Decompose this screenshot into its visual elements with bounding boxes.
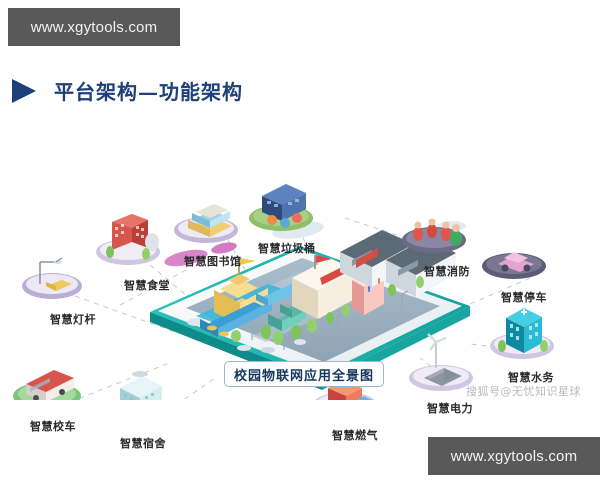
node-icon-smart-firefighting (402, 218, 466, 253)
diagram-caption-text: 校园物联网应用全景图 (233, 368, 374, 384)
iot-panorama-illustration: 智慧灯杆 智慧食堂 智慧图书馆 智慧垃圾桶 智慧消防 智慧停车 智慧水务 智慧电… (0, 100, 600, 450)
watermark-bar-bottom: www.xgytools.com (428, 437, 600, 475)
node-label-smart-light-pole: 智慧灯杆 (50, 313, 96, 326)
title-arrow-icon (12, 78, 36, 103)
node-label-smart-water: 智慧水务 (508, 371, 554, 384)
sohu-watermark: 搜狐号@无忧知识星球 (466, 385, 581, 398)
panorama-svg (13, 184, 554, 400)
pedestrians (368, 278, 380, 292)
node-icon-smart-library (174, 204, 238, 243)
node-label-smart-canteen: 智慧食堂 (124, 279, 170, 292)
trees (231, 276, 424, 345)
node-label-smart-trash-bin: 智慧垃圾桶 (258, 242, 316, 255)
diagram-caption: 校园物联网应用全景图 (224, 361, 384, 387)
watermark-url-top: www.xgytools.com (30, 18, 158, 36)
cloud-pink-left (164, 249, 208, 267)
node-icon-smart-dormitory (120, 371, 162, 400)
watermark-url-bottom: www.xgytools.com (450, 447, 578, 465)
node-icon-smart-light-pole (22, 257, 82, 299)
node-icon-smart-canteen (96, 214, 160, 265)
page-title: 平台架构—功能架构 (10, 76, 243, 105)
node-label-smart-gas: 智慧燃气 (332, 429, 378, 442)
node-label-smart-parking: 智慧停车 (501, 291, 547, 304)
node-label-smart-school-bus: 智慧校车 (30, 420, 76, 433)
page-title-text: 平台架构—功能架构 (54, 80, 243, 104)
small-vehicles (207, 325, 306, 353)
isometric-city (164, 221, 466, 353)
node-icon-smart-power (409, 333, 473, 391)
node-label-smart-firefighting: 智慧消防 (424, 265, 470, 278)
watermark-bar-top: www.xgytools.com (8, 8, 180, 46)
node-label-smart-library: 智慧图书馆 (184, 255, 242, 268)
node-label-smart-dormitory: 智慧宿舍 (120, 437, 166, 450)
node-icon-smart-trash-bin (249, 184, 313, 231)
node-icon-smart-parking (482, 252, 546, 279)
node-label-smart-power: 智慧电力 (427, 402, 473, 415)
node-icon-smart-school-bus (13, 370, 81, 400)
node-icon-smart-water (490, 308, 554, 359)
